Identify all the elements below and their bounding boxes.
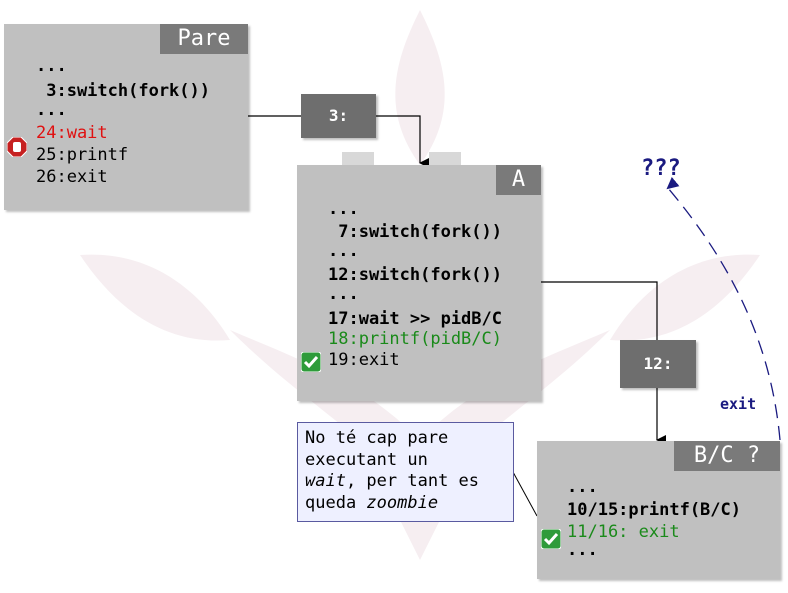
code-line: ... (567, 540, 598, 560)
note-line: No té cap pare (305, 428, 449, 448)
code-line: 12:switch(fork()) (328, 265, 502, 285)
check-icon (541, 529, 561, 549)
code-line-wait: 24:wait (36, 123, 108, 143)
code-line: ... (36, 56, 67, 76)
box-tab (429, 152, 461, 165)
box-tab (342, 152, 374, 165)
code-line: ... (36, 100, 67, 120)
fork-label-pare: 3: (301, 94, 376, 138)
exit-arrow (666, 176, 781, 441)
note-connector (512, 471, 538, 517)
note-text: queda (305, 492, 367, 513)
code-line: 26:exit (36, 167, 108, 187)
code-line: 17:wait >> pidB/C (328, 309, 502, 329)
code-line: ... (328, 241, 359, 261)
fork-label-a: 12: (620, 340, 696, 388)
note-line: wait, per tant es (305, 471, 506, 493)
code-line: 19:exit (328, 350, 400, 370)
code-line: 3:switch(fork()) (36, 81, 210, 101)
exit-label: exit (720, 395, 757, 413)
note-emphasis: zoombie (366, 492, 439, 513)
code-line: ... (328, 199, 359, 219)
code-line: ... (567, 477, 598, 497)
process-box-pare: Pare ... 3:switch(fork()) ... 24:wait 25… (4, 24, 248, 210)
note-text: , per tant es (345, 471, 480, 491)
code-line: 7:switch(fork()) (328, 222, 502, 242)
note-line: queda zoombie (305, 493, 506, 515)
stop-icon (7, 137, 27, 157)
process-box-bc: B/C ? ... 10/15:printf(B/C) 11/16: exit … (537, 441, 780, 579)
code-line: 25:printf (36, 145, 129, 165)
note-emphasis: wait (305, 471, 346, 491)
code-line-printf: 18:printf(pidB/C) (328, 329, 502, 349)
process-title-bc: B/C ? (674, 441, 780, 471)
zombie-note: No té cap pare executant un wait, per ta… (297, 422, 514, 522)
process-box-a: A ... 7:switch(fork()) ... 12:switch(for… (297, 152, 541, 401)
code-line-exit: 11/16: exit (567, 522, 680, 542)
process-title-a: A (496, 165, 541, 195)
check-icon (301, 352, 321, 372)
unknown-parent-label: ??? (641, 156, 681, 181)
code-line: ... (328, 284, 359, 304)
process-title-pare: Pare (160, 24, 248, 54)
note-line: executant un (305, 449, 428, 470)
code-line: 10/15:printf(B/C) (567, 500, 741, 520)
